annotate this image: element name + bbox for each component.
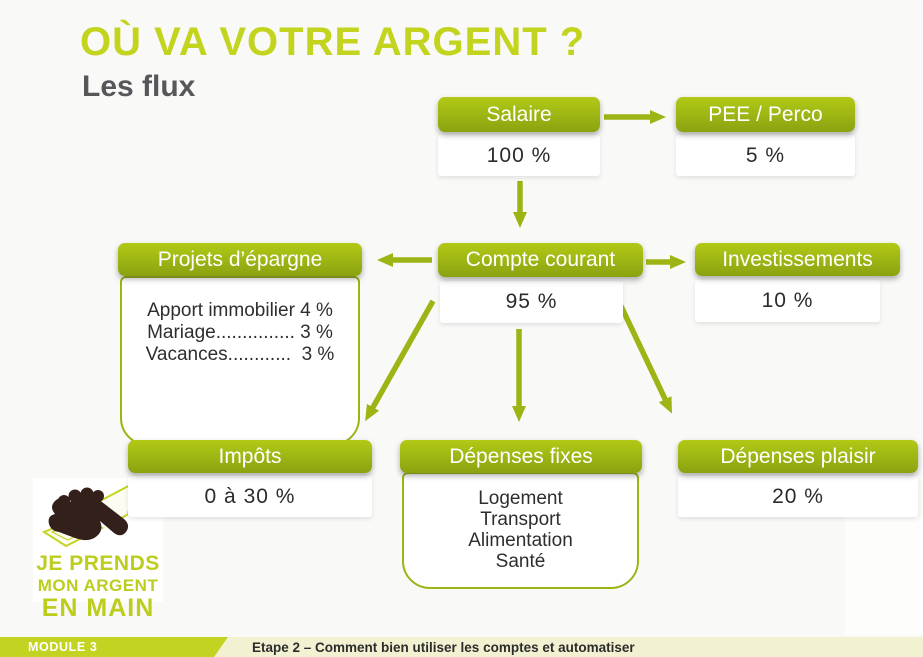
footer-etape-label: Etape 2 – Comment bien utiliser les comp… (252, 639, 635, 655)
projets-line-2: Mariage............... 3 % (147, 322, 333, 343)
node-impots-label: Impôts (218, 444, 282, 468)
arrow-compte-to-plaisir (618, 304, 672, 414)
node-pee-perco-header: PEE / Perco (676, 97, 855, 132)
fixes-line-2: Transport (480, 509, 561, 530)
node-salaire-header: Salaire (438, 97, 600, 132)
node-projets-epargne-body: Apport immobilier 4 % Mariage...........… (120, 276, 360, 446)
background-panel (845, 517, 923, 635)
node-investissements-header: Investissements (695, 243, 900, 276)
logo-line-3: EN MAIN (41, 594, 155, 622)
node-depenses-plaisir-header: Dépenses plaisir (678, 440, 918, 473)
projets-line-3: Vacances............ 3 % (145, 344, 335, 365)
logo-wordmark: JE PRENDS MON ARGENT EN MAIN (24, 553, 172, 621)
arrow-compte-to-impots (365, 299, 436, 422)
node-compte-courant-label: Compte courant (465, 248, 616, 271)
footer-module-label: MODULE 3 (28, 640, 98, 654)
node-impots-header: Impôts (128, 440, 372, 473)
node-compte-courant-header: Compte courant (438, 243, 643, 277)
node-compte-courant-value: 95 % (440, 281, 623, 323)
node-impots-value: 0 à 30 % (128, 476, 372, 517)
node-depenses-plaisir-value: 20 % (678, 476, 918, 517)
node-depenses-plaisir-label: Dépenses plaisir (720, 444, 876, 468)
node-depenses-fixes-body: Logement Transport Alimentation Santé (402, 472, 639, 589)
node-salaire-value: 100 % (438, 135, 600, 176)
footer-module-badge: MODULE 3 (0, 637, 228, 657)
page-subtitle: Les flux (82, 70, 196, 103)
node-pee-perco-value: 5 % (676, 135, 855, 176)
fixes-line-1: Logement (478, 488, 563, 509)
node-pee-perco-label: PEE / Perco (708, 102, 823, 126)
page-title: OÙ VA VOTRE ARGENT ? (80, 20, 586, 64)
fixes-line-4: Santé (495, 551, 546, 572)
node-depenses-fixes-header: Dépenses fixes (400, 440, 642, 473)
node-investissements-label: Investissements (722, 247, 873, 271)
node-salaire-label: Salaire (486, 102, 552, 126)
projets-line-1: Apport immobilier 4 % (147, 300, 333, 321)
footer-bar (0, 637, 923, 657)
node-investissements-value: 10 % (695, 280, 880, 322)
node-depenses-fixes-label: Dépenses fixes (449, 444, 593, 468)
logo-line-1: JE PRENDS (36, 552, 160, 575)
fixes-line-3: Alimentation (468, 530, 573, 551)
node-projets-epargne-label: Projets d’épargne (157, 247, 323, 271)
logo-line-2: MON ARGENT (37, 576, 159, 595)
node-projets-epargne-header: Projets d’épargne (118, 243, 362, 276)
